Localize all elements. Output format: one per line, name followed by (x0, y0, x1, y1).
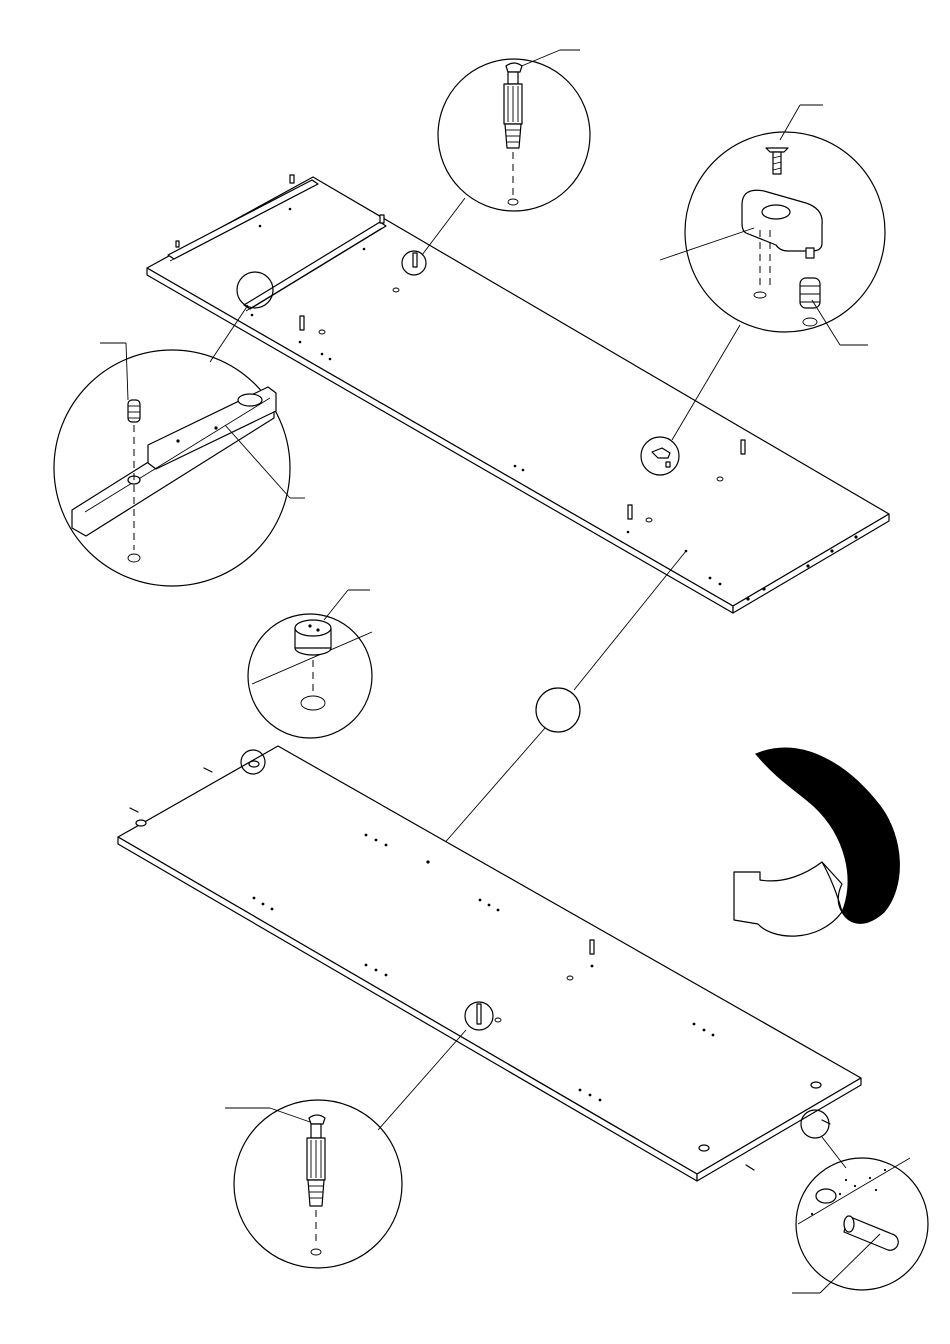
callout-wooden-dowel (792, 1110, 928, 1293)
callout-cam-lock (248, 590, 372, 738)
rotate-flip-arrow-icon (734, 748, 899, 936)
callout-cam-bolt-bottom (225, 1030, 466, 1268)
screw-icon (766, 148, 788, 174)
lower-panel (118, 746, 861, 1181)
callout-shelf-support-clip (660, 105, 885, 440)
step-circle (536, 688, 580, 732)
callout-cam-bolt-top (422, 50, 590, 255)
cam-lock-icon (295, 620, 331, 655)
callout-drawer-runner (54, 305, 305, 586)
dowel-icon (800, 278, 820, 308)
